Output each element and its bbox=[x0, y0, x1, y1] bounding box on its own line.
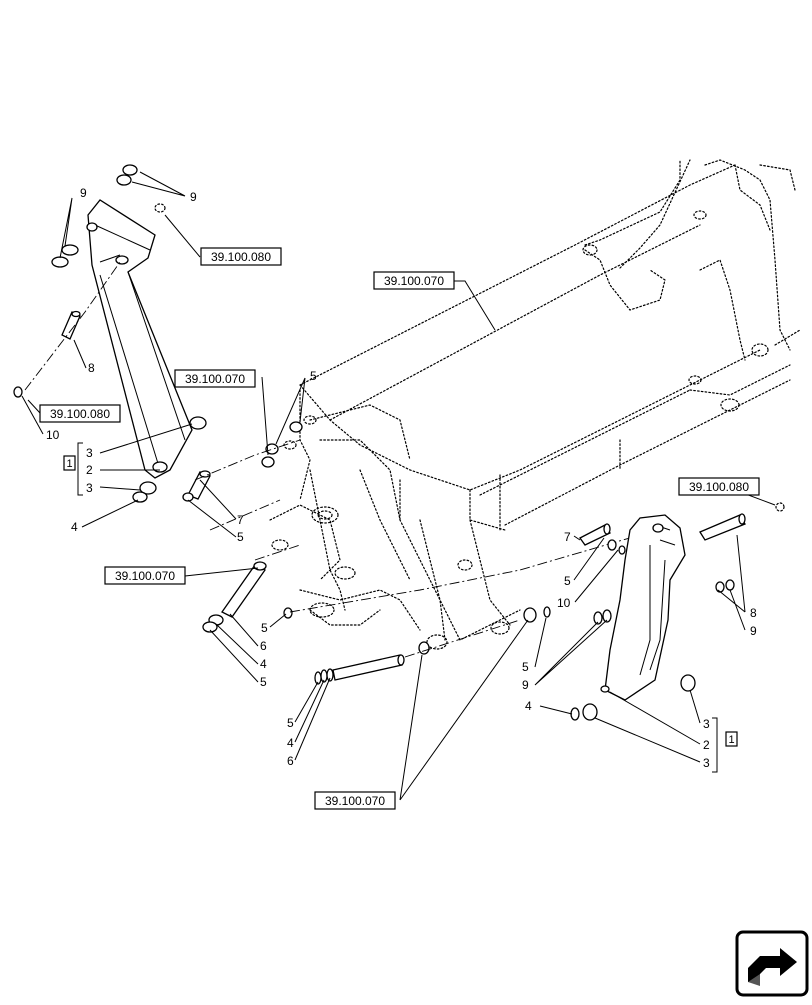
callout-5: 5 bbox=[522, 660, 529, 674]
callout-3: 3 bbox=[86, 446, 93, 460]
callout-4: 4 bbox=[260, 657, 267, 671]
callout-8: 8 bbox=[750, 606, 757, 620]
ref-label: 39.100.070 bbox=[325, 794, 385, 808]
callout-4: 4 bbox=[525, 699, 532, 713]
callout-10: 10 bbox=[46, 428, 60, 442]
ref-box-left-mid[interactable]: 39.100.070 bbox=[174, 369, 256, 388]
callout-numbers: 9 9 8 10 3 2 3 4 5 7 5 5 6 4 5 5 4 6 7 5… bbox=[46, 186, 757, 770]
callout-3: 3 bbox=[703, 756, 710, 770]
callout-9: 9 bbox=[80, 186, 87, 200]
callout-5: 5 bbox=[310, 369, 317, 383]
callout-10: 10 bbox=[557, 596, 571, 610]
ref-label: 39.100.080 bbox=[211, 250, 271, 264]
callout-9: 9 bbox=[522, 678, 529, 692]
ref-box-left-lower[interactable]: 39.100.070 bbox=[104, 566, 186, 585]
callout-4: 4 bbox=[71, 520, 78, 534]
next-page-arrow-icon[interactable] bbox=[735, 930, 809, 997]
callout-3: 3 bbox=[703, 717, 710, 731]
ref-box-top-left[interactable]: 39.100.080 bbox=[200, 247, 282, 266]
callout-6: 6 bbox=[287, 754, 294, 768]
ref-label: 39.100.070 bbox=[185, 372, 245, 386]
chassis-frame bbox=[269, 159, 801, 650]
ref-box-right-pin[interactable]: 39.100.080 bbox=[678, 477, 760, 496]
callout-9: 9 bbox=[190, 190, 197, 204]
right-boom-arm bbox=[570, 502, 785, 721]
callout-5: 5 bbox=[261, 621, 268, 635]
callout-9: 9 bbox=[750, 624, 757, 638]
callout-8: 8 bbox=[88, 361, 95, 375]
ref-label: 39.100.070 bbox=[384, 274, 444, 288]
callout-5: 5 bbox=[260, 675, 267, 689]
ref-label: 39.100.070 bbox=[115, 569, 175, 583]
callout-2: 2 bbox=[86, 463, 93, 477]
ref-box-frame-main[interactable]: 39.100.070 bbox=[373, 271, 496, 331]
center-pins bbox=[182, 421, 641, 685]
kit-label: 1 bbox=[66, 458, 72, 470]
callout-5: 5 bbox=[237, 530, 244, 544]
kit-label: 1 bbox=[728, 734, 734, 746]
callout-3: 3 bbox=[86, 481, 93, 495]
callout-7: 7 bbox=[237, 513, 244, 527]
ref-box-bottom[interactable]: 39.100.070 bbox=[314, 791, 396, 810]
callout-7: 7 bbox=[564, 530, 571, 544]
callout-4: 4 bbox=[287, 736, 294, 750]
callout-6: 6 bbox=[260, 639, 267, 653]
kit-bracket-left: 1 bbox=[63, 442, 83, 496]
ref-box-left-pin[interactable]: 39.100.080 bbox=[27, 399, 121, 423]
callout-5: 5 bbox=[287, 716, 294, 730]
callout-5: 5 bbox=[564, 574, 571, 588]
left-boom-arm bbox=[13, 164, 207, 503]
callout-2: 2 bbox=[703, 738, 710, 752]
kit-bracket-right: 1 bbox=[712, 717, 738, 773]
ref-label: 39.100.080 bbox=[50, 407, 110, 421]
ref-label: 39.100.080 bbox=[689, 480, 749, 494]
leader-lines bbox=[21, 171, 776, 801]
